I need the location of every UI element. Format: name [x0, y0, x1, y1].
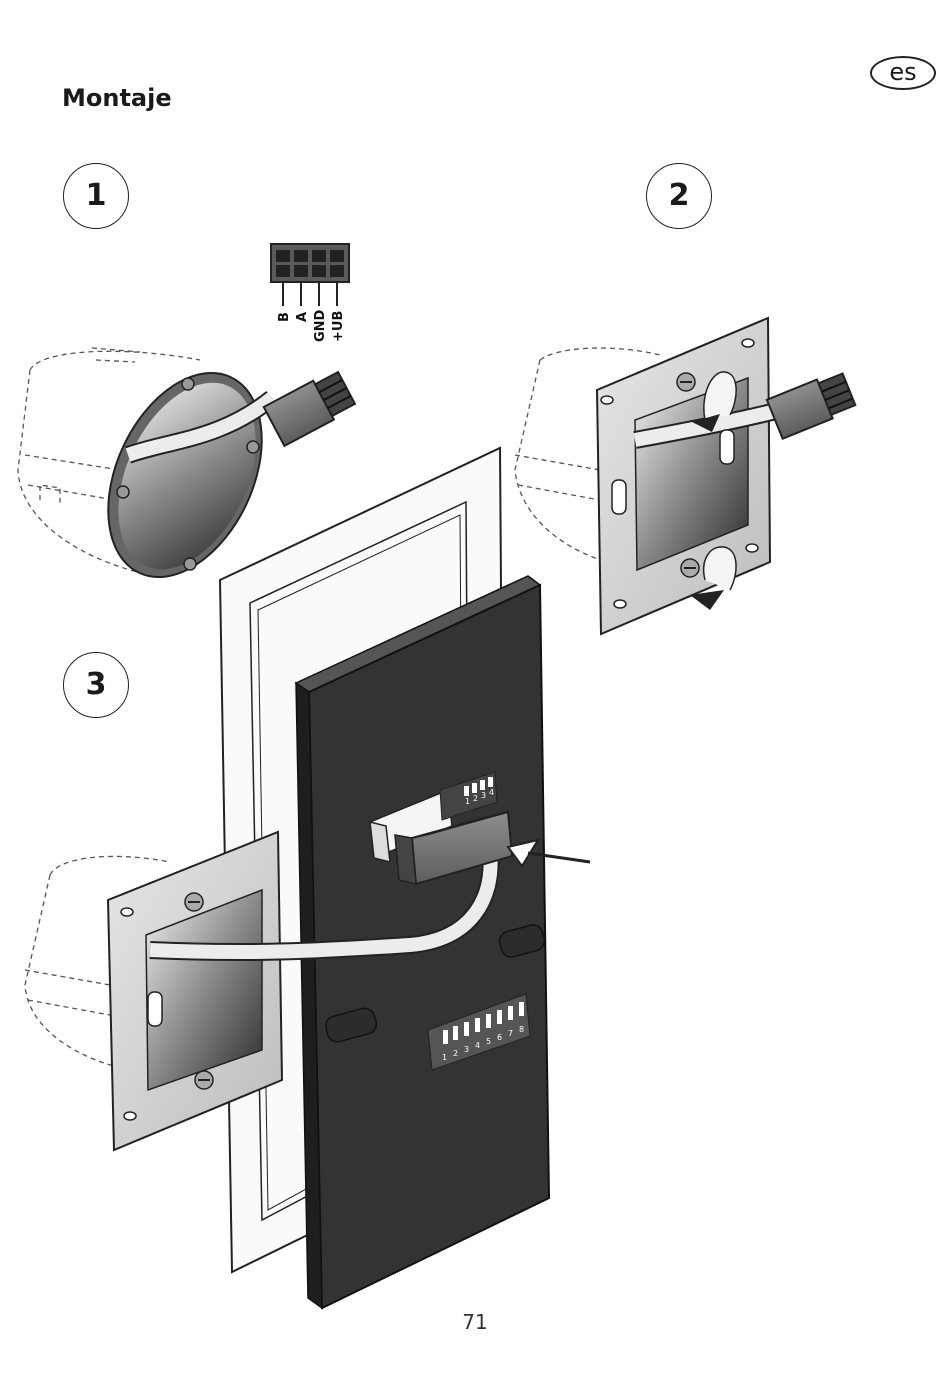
dip-large-label-5: 5 — [486, 1037, 491, 1046]
step3-assembly: 1 2 3 4 1 2 3 4 5 6 7 8 — [25, 448, 590, 1308]
pin-connector-diagram: B A GND +UB — [271, 244, 349, 342]
dip-small-label-4: 4 — [489, 788, 494, 797]
dip-large-label-6: 6 — [497, 1033, 502, 1042]
dip-large-label-1: 1 — [442, 1053, 447, 1062]
page-number: 71 — [0, 1310, 950, 1334]
dip-small-label-3: 3 — [481, 791, 486, 800]
pin-label-gnd: GND — [313, 309, 328, 342]
dip-small-label-1: 1 — [465, 797, 470, 806]
dip-large-label-7: 7 — [508, 1029, 513, 1038]
dip-large-label-3: 3 — [464, 1045, 469, 1054]
pin-label-b: B — [277, 312, 292, 322]
pin-label-ub: +UB — [331, 311, 346, 342]
pin-label-a: A — [295, 312, 310, 322]
dip-small-label-2: 2 — [473, 794, 478, 803]
dip-large-label-8: 8 — [519, 1025, 524, 1034]
dip-large-label-2: 2 — [453, 1049, 458, 1058]
step2-mounting-plate — [515, 318, 857, 634]
dip-large-label-4: 4 — [475, 1041, 480, 1050]
